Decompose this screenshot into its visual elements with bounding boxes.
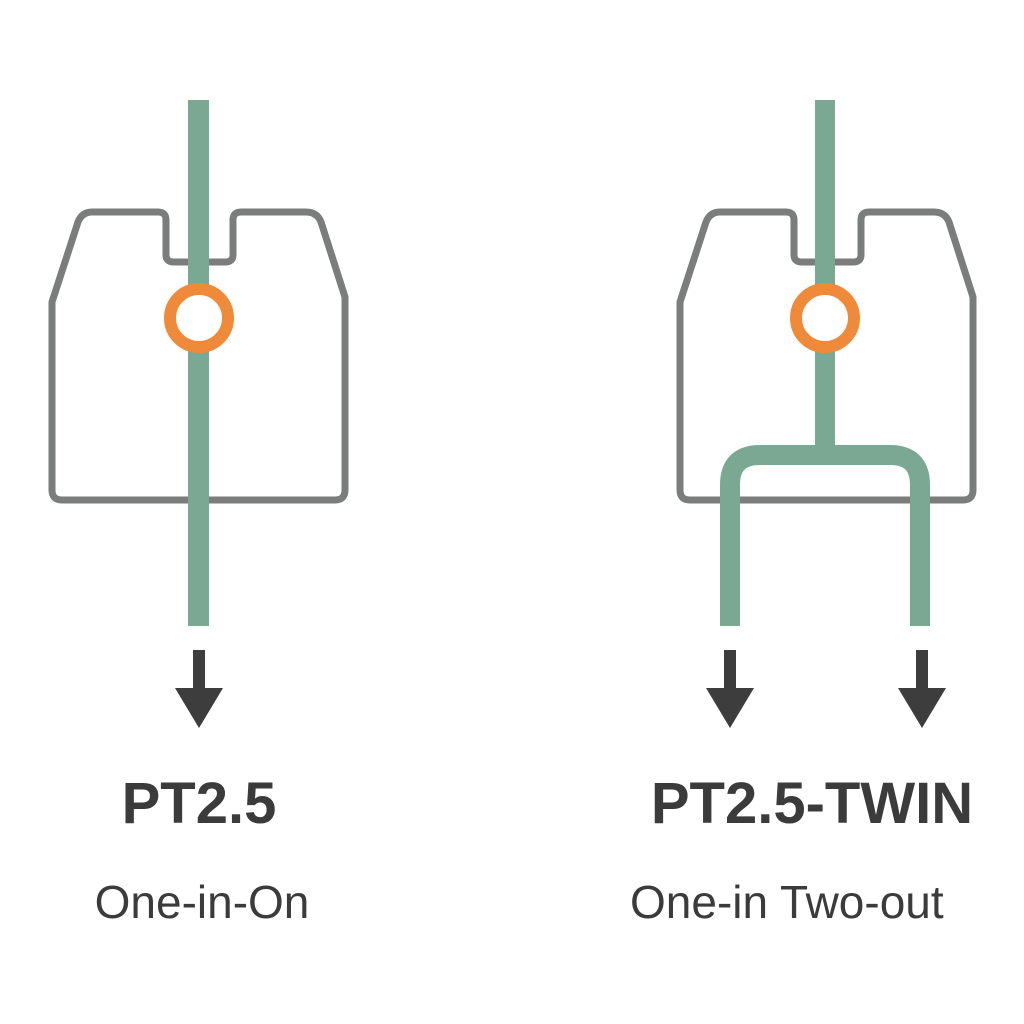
product-title: PT2.5-TWIN (651, 771, 973, 836)
product-subtitle: One-in-On (95, 876, 310, 928)
split-wire (720, 100, 930, 626)
pt25-diagram: PT2.5 One-in-On (48, 100, 349, 928)
arrow-down-icon (706, 650, 754, 728)
terminal-point-icon (790, 283, 860, 353)
product-title: PT2.5 (122, 771, 277, 836)
arrow-down-icon (898, 650, 946, 728)
pt25-twin-diagram: PT2.5-TWIN One-in Two-out (630, 100, 977, 928)
terminal-point-icon (164, 283, 234, 353)
product-subtitle: One-in Two-out (630, 876, 944, 928)
arrow-down-icon (175, 650, 223, 728)
wire (188, 100, 209, 626)
